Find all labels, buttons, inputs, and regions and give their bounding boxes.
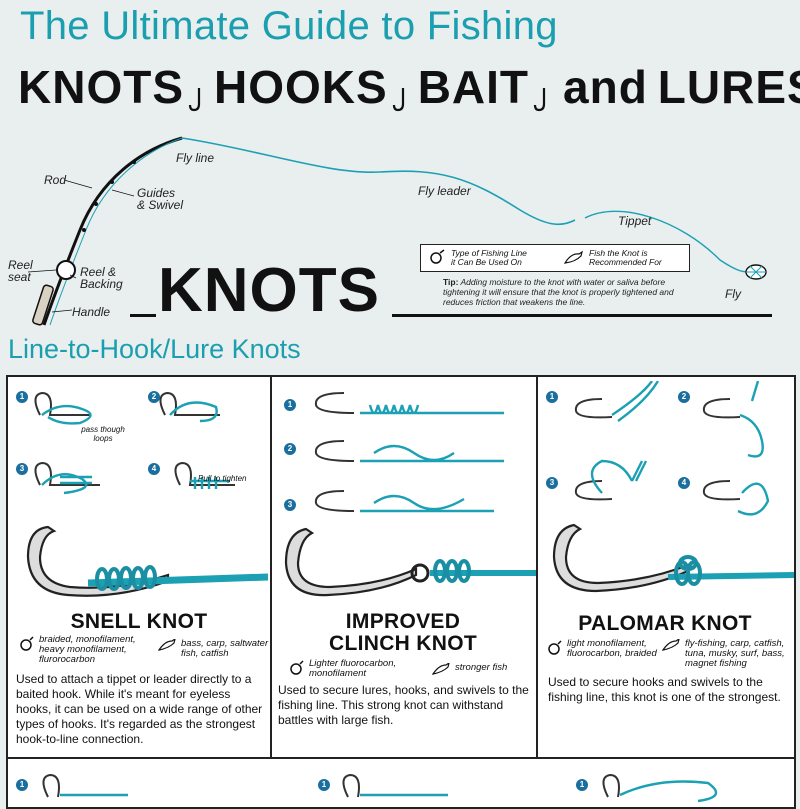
step-number: 2 [284,443,296,455]
legend-fish-text-2: Recommended For [589,257,662,267]
knots-heading: KNOTS [158,256,380,325]
recommended-fish: fly-fishing, carp, catfish, tuna, musky,… [662,639,792,669]
line-types-text: Lighter fluorocarbon, monofilament [309,658,397,679]
knot-grid: 1 2 3 4 pass though loops Pull to tighte… [6,375,796,809]
step-number: 1 [16,391,28,403]
step-number: 3 [284,499,296,511]
step-number: 3 [16,463,28,475]
step-number: 1 [16,779,28,791]
reel-icon [548,640,562,655]
page-subtitle: KNOTS HOOKS BAIT and LURES [18,60,800,114]
legend-line-type-text-1: Type of Fishing Line [451,248,527,258]
legend-fish-text-1: Fish the Knot is [589,248,648,258]
line-types: Lighter fluorocarbon, monofilament [290,659,430,679]
fish-icon [158,639,176,651]
reel-seat-label: Reel [8,258,33,272]
tip-text: Tip: Adding moisture to the knot with wa… [443,277,703,307]
step-number: 1 [546,391,558,403]
divider [270,377,272,757]
knot-description: Used to secure lures, hooks, and swivels… [278,683,529,727]
step-number: 2 [148,391,160,403]
fish-icon [432,663,450,675]
knot-description: Used to attach a tippet or leader direct… [16,672,263,746]
step-number: 4 [678,477,690,489]
reel-icon [290,660,304,675]
tippet-line [584,210,749,273]
step-note: pass though loops [81,425,125,443]
fly-rod-diagram [27,136,767,326]
divider [392,314,772,317]
knot-description: Used to secure hooks and swivels to the … [548,675,781,704]
fly-line-label: Fly line [176,151,215,165]
tip-body: Adding moisture to the knot with water o… [443,277,674,307]
recommended-fish: stronger fish [432,663,532,675]
fish-icon [563,251,583,264]
reel-backing-label: Reel & [80,265,117,279]
tip-label: Tip: [443,277,459,287]
fly-leader-label: Fly leader [418,184,471,198]
divider [8,757,794,759]
hook-icon [388,70,418,114]
knot-title: SNELL KNOT [70,610,208,633]
fly-label: Fly [725,287,741,301]
step-note: Pull to tighten [198,474,247,483]
line-types: light monofilament, fluorocarbon, braide… [548,639,658,659]
page-title: The Ultimate Guide to Fishing [20,4,558,48]
palomar-knot-illustration [552,523,794,593]
rod-line [49,137,183,326]
legend-line-type: Type of Fishing Line it Can Be Used On [429,249,555,267]
snell-knot-illustration [26,525,268,597]
knot-title: PALOMAR KNOT [578,612,752,635]
reel-icon [56,260,76,280]
section-heading: Line-to-Hook/Lure Knots [8,334,301,364]
knot-title: IMPROVED [345,610,461,633]
reel-backing-label-2: Backing [80,277,123,291]
fish-icon [662,639,680,651]
legend-box: Type of Fishing Line it Can Be Used On F… [420,244,690,272]
clinch-steps-illustration [314,392,504,513]
swivel-label: & Swivel [137,198,184,212]
hook-icon [529,70,559,114]
step-number: 1 [576,779,588,791]
reel-icon [20,636,34,651]
step-number: 3 [546,477,558,489]
hook-icon [184,70,214,114]
line-types-text: light monofilament, fluorocarbon, braide… [567,638,657,659]
legend-fish: Fish the Knot is Recommended For [563,249,689,267]
rod-label: Rod [44,173,67,187]
subtitle-word-hooks: HOOKS [214,61,388,113]
divider [130,314,156,317]
subtitle-word-bait: BAIT [417,61,530,113]
reel-seat-label-2: seat [8,270,31,284]
next-row-illustrations [42,773,718,803]
subtitle-word-lures: LURES [657,61,800,113]
step-number: 2 [678,391,690,403]
snell-steps-illustration [34,391,235,495]
palomar-steps-illustration [574,381,770,516]
legend-line-type-text-2: it Can Be Used On [451,257,522,267]
fish-text: fly-fishing, carp, catfish, tuna, musky,… [685,638,785,669]
knot-title-line-2: CLINCH KNOT [329,632,477,655]
subtitle-word-knots: KNOTS [18,61,184,113]
rod [42,136,183,326]
guides-label: Guides [137,186,176,200]
divider [536,377,538,757]
recommended-fish: bass, carp, saltwater fish, catfish [158,639,270,659]
fly-icon [745,264,767,280]
subtitle-word-and: and [563,61,648,113]
step-number: 4 [148,463,160,475]
fly-line [181,137,576,226]
fish-text: bass, carp, saltwater fish, catfish [181,638,269,659]
tippet-label: Tippet [618,214,652,228]
step-number: 1 [284,399,296,411]
fish-text: stronger fish [455,662,508,673]
clinch-knot-illustration [284,527,536,597]
handle-icon [32,284,54,326]
handle-label: Handle [72,305,111,319]
line-types-text: braided, monofilament, heavy monofilamen… [39,634,136,665]
reel-icon [430,249,445,264]
line-types: braided, monofilament, heavy monofilamen… [20,635,160,665]
step-number: 1 [318,779,330,791]
